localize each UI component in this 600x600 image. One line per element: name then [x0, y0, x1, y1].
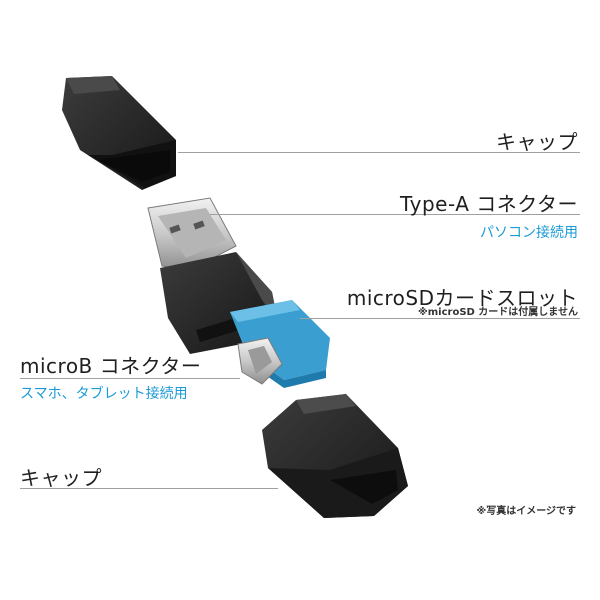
top-cap: [62, 76, 176, 190]
leader-line-cap-bottom: [20, 488, 278, 489]
label-microb-sub: スマホ、タブレット接続用: [20, 386, 188, 402]
label-microsd: microSDカードスロット: [346, 286, 578, 310]
label-microb: microB コネクター: [20, 354, 202, 378]
leader-line-cap-top: [178, 152, 580, 153]
label-type-a: Type-A コネクター: [400, 192, 578, 216]
leader-line-microb: [20, 378, 240, 379]
type-a-plug: [147, 197, 237, 271]
label-microsd-note: ※microSD カードは付属しません: [418, 307, 578, 318]
leader-line-microsd: [300, 318, 580, 319]
microsd-card: [230, 300, 330, 388]
photo-note: ※写真はイメージです: [476, 506, 576, 517]
label-type-a-sub: パソコン接続用: [480, 225, 578, 241]
microb-plug: [237, 337, 283, 385]
label-cap-bottom: キャップ: [20, 466, 102, 490]
leader-line-type-a: [210, 214, 580, 215]
bottom-cap: [262, 394, 408, 518]
label-cap-top: キャップ: [496, 130, 578, 154]
